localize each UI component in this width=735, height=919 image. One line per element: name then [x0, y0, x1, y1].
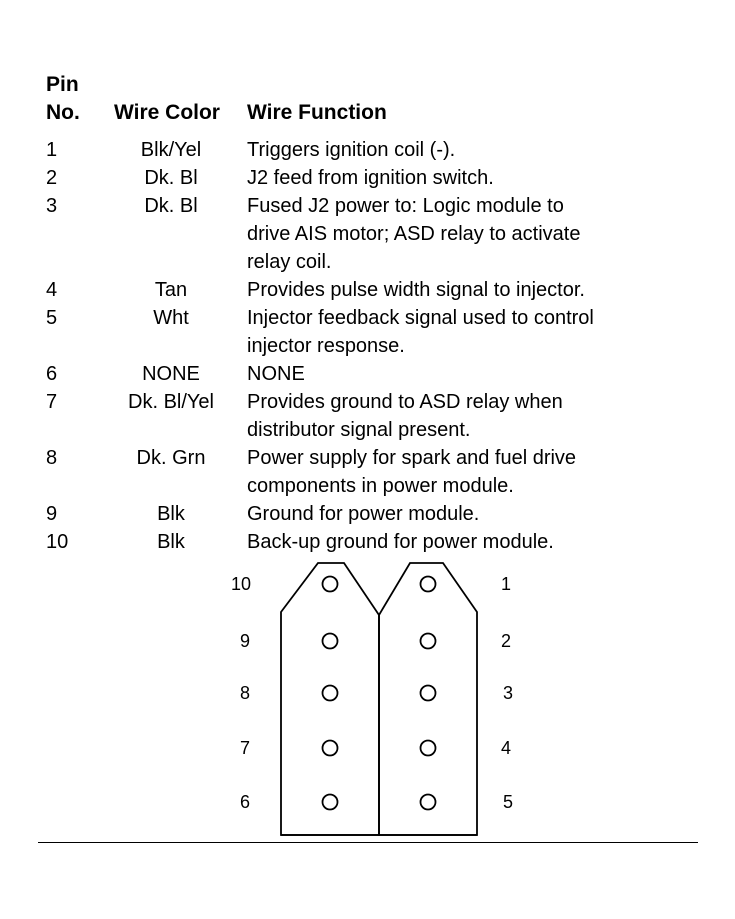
- table-row: 10 Blk Back-up ground for power module.: [0, 528, 735, 556]
- wire-function: Provides ground to ASD relay when distrib…: [247, 388, 687, 444]
- table-row: 7 Dk. Bl/Yel Provides ground to ASD relay …: [0, 388, 735, 444]
- wire-function-line: Triggers ignition coil (-).: [247, 139, 456, 161]
- connector-labels: 10 1 9 2 8 3 7 4 6 5: [231, 574, 513, 812]
- pin-socket-left: [321, 575, 339, 593]
- wire-function-line: distributor signal present.: [247, 419, 471, 441]
- header-pin-line1: Pin: [46, 73, 79, 96]
- wire-function-line: relay coil.: [247, 251, 332, 273]
- wire-color: Dk. Bl/Yel: [128, 391, 214, 413]
- pin-socket-right: [419, 739, 437, 757]
- pin-socket-right: [419, 632, 437, 650]
- wire-color: Dk. Bl: [144, 195, 198, 217]
- wire-function: Power supply for spark and fuel drive com…: [247, 444, 687, 500]
- wire-color: NONE: [142, 363, 200, 385]
- pin-number: 10: [46, 531, 69, 553]
- wire-color: Dk. Bl: [144, 167, 198, 189]
- connector-pin-label-right: 2: [501, 631, 511, 651]
- wire-function-line: injector response.: [247, 335, 405, 357]
- wire-function: Back-up ground for power module.: [247, 528, 687, 556]
- table-row: 1 Blk/Yel Triggers ignition coil (-).: [0, 136, 735, 164]
- pin-number: 8: [46, 447, 58, 469]
- wire-function-line: Power supply for spark and fuel drive: [247, 447, 577, 469]
- wire-function-line: Fused J2 power to: Logic module to: [247, 195, 564, 217]
- table-row: 5 Wht Injector feedback signal used to con…: [0, 304, 735, 360]
- connector-pin-label-left: 9: [240, 631, 250, 651]
- connector-pin-label-left: 6: [240, 792, 250, 812]
- wire-color: Blk: [157, 503, 185, 525]
- wire-function: Ground for power module.: [247, 500, 687, 528]
- wire-function-line: Provides pulse width signal to injector.: [247, 279, 585, 301]
- pin-socket-left: [321, 684, 339, 702]
- pin-socket-right: [419, 684, 437, 702]
- wire-color: Wht: [153, 307, 189, 329]
- pin-number: 1: [46, 139, 58, 161]
- wire-function: Injector feedback signal used to control…: [247, 304, 687, 360]
- pin-number: 4: [46, 279, 58, 301]
- connector-pins: [321, 575, 437, 811]
- wire-function-line: Ground for power module.: [247, 503, 480, 525]
- wire-function: Provides pulse width signal to injector.: [247, 276, 687, 304]
- pin-number: 6: [46, 363, 58, 385]
- wire-function: NONE: [247, 360, 687, 388]
- connector-pin-label-right: 4: [501, 738, 511, 758]
- table-row: 8 Dk. Grn Power supply for spark and fuel …: [0, 444, 735, 500]
- header-pin-no: No.: [46, 101, 80, 124]
- wire-function-line: Back-up ground for power module.: [247, 531, 554, 553]
- pin-number: 9: [46, 503, 58, 525]
- wire-function-line: drive AIS motor; ASD relay to activate: [247, 223, 581, 245]
- pin-number: 2: [46, 167, 58, 189]
- table-row: 3 Dk. Bl Fused J2 power to: Logic module t…: [0, 192, 735, 276]
- wire-function: Triggers ignition coil (-).: [247, 136, 687, 164]
- pin-number: 3: [46, 195, 58, 217]
- header-wire-function: Wire Function: [247, 101, 387, 124]
- pin-socket-left: [321, 632, 339, 650]
- table-row: 9 Blk Ground for power module.: [0, 500, 735, 528]
- table-row: 4 Tan Provides pulse width signal to injec…: [0, 276, 735, 304]
- wire-function-line: Injector feedback signal used to control: [247, 307, 594, 329]
- pin-number: 5: [46, 307, 58, 329]
- pin-socket-left: [321, 739, 339, 757]
- pin-socket-left: [321, 793, 339, 811]
- table-row: 6 NONE NONE: [0, 360, 735, 388]
- pin-number: 7: [46, 391, 58, 413]
- wire-function: J2 feed from ignition switch.: [247, 164, 687, 192]
- bottom-rule: [38, 842, 698, 843]
- connector-pin-label-right: 3: [503, 683, 513, 703]
- wire-color: Blk/Yel: [140, 139, 202, 161]
- table-row: 2 Dk. Bl J2 feed from ignition switch.: [0, 164, 735, 192]
- wire-function-line: NONE: [247, 363, 305, 385]
- wire-function-line: Provides ground to ASD relay when: [247, 391, 563, 413]
- connector-pin-label-right: 1: [501, 574, 511, 594]
- connector-pin-label-left: 8: [240, 683, 250, 703]
- wire-function-line: components in power module.: [247, 475, 514, 497]
- wire-color: Blk: [157, 531, 185, 553]
- header-wire-color: Wire Color: [114, 101, 220, 124]
- connector-pin-label-right: 5: [503, 792, 513, 812]
- wire-function: Fused J2 power to: Logic module to drive …: [247, 192, 687, 276]
- wire-function-line: J2 feed from ignition switch.: [247, 167, 494, 189]
- pin-socket-right: [419, 575, 437, 593]
- connector-pin-label-left: 7: [240, 738, 250, 758]
- pin-socket-right: [419, 793, 437, 811]
- connector-pin-label-left: 10: [231, 574, 251, 594]
- wire-color: Tan: [154, 279, 188, 301]
- wire-color: Dk. Grn: [136, 447, 206, 469]
